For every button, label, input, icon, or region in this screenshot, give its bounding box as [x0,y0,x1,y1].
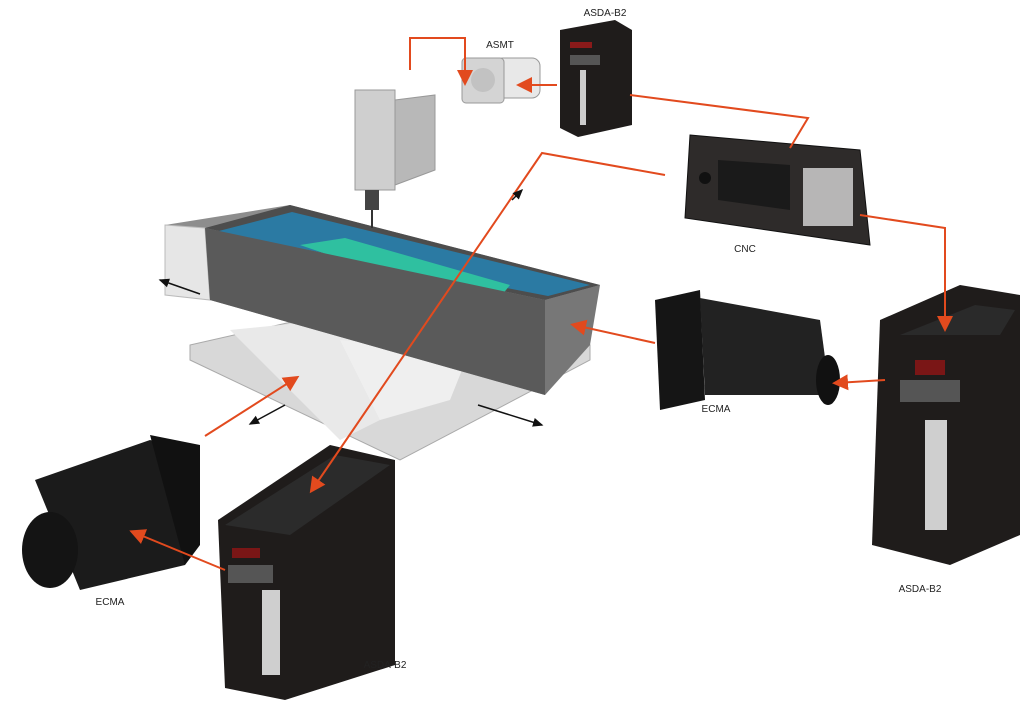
asmt-label: ASMT [486,40,514,51]
asmt-spindle-motor [461,57,541,104]
left-asda-b2-drive [218,445,395,700]
signal-wires [129,37,953,571]
top-drive-label: ASDA-B2 [584,8,627,19]
left-ecma-motor [22,435,200,590]
cnc-controller [684,134,871,246]
top-asda-b2-drive [560,20,632,137]
machine-table [164,205,600,461]
axis-motion-arrows [158,188,544,427]
right-asda-b2-drive [872,285,1020,565]
coolant-tank [215,212,590,296]
left-motor-label: ECMA [96,597,125,608]
right-motor-label: ECMA [702,404,731,415]
left-drive-label: ASDA-B2 [364,660,407,671]
right-ecma-motor [655,290,840,410]
spindle-head [354,89,436,228]
right-drive-label: ASDA-B2 [899,584,942,595]
cnc-label: CNC [734,244,756,255]
